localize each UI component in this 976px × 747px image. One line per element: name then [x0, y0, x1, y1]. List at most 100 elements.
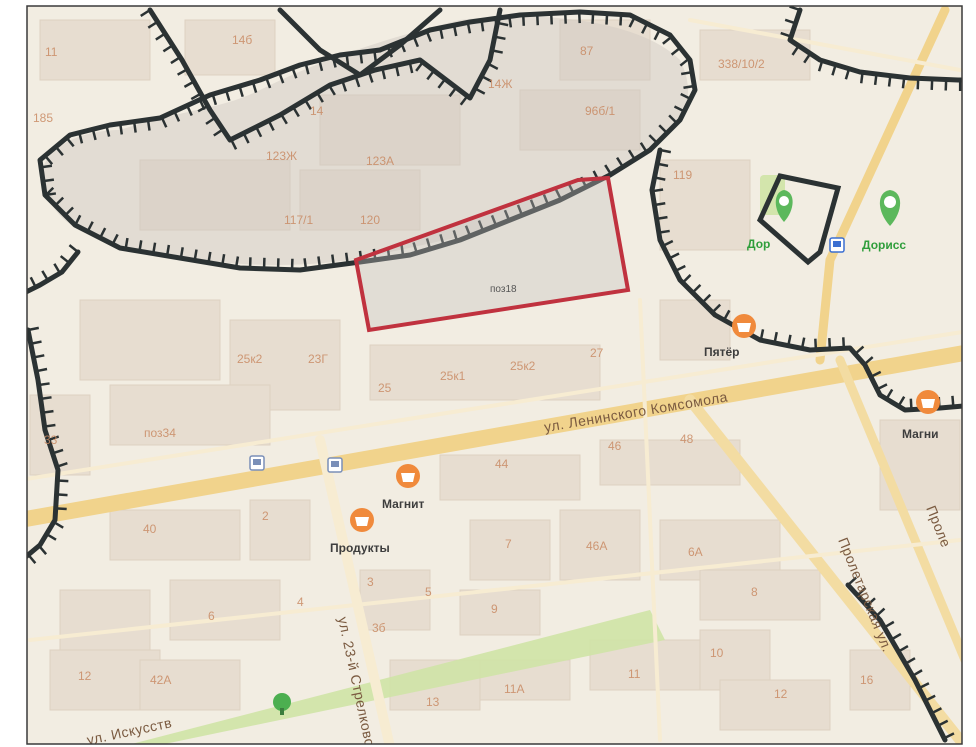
boundary-hatch-tick — [331, 254, 335, 266]
boundary-hatch-tick — [179, 247, 184, 259]
boundary-north-line — [277, 7, 443, 78]
boundary-hatch-tick — [542, 194, 550, 206]
boundary-hatch-tick — [508, 16, 513, 28]
house-number: 123Ж — [266, 149, 297, 163]
boundary-hatch-tick — [211, 93, 218, 106]
boundary-hatch-tick — [722, 309, 731, 321]
boundary-hatch-tick — [701, 293, 712, 304]
boundary-hatch-tick — [280, 113, 288, 125]
boundary-hatch-tick — [251, 81, 258, 94]
bus-stop-icon[interactable] — [327, 457, 343, 473]
boundary-hatch-tick — [40, 396, 52, 401]
boundary-hatch-tick — [480, 20, 485, 32]
poi-produkty[interactable]: Продукты — [330, 508, 390, 555]
boundary-hatch-tick — [554, 189, 563, 201]
poi-label: Дорисс — [862, 238, 906, 252]
house-number: 120 — [360, 213, 380, 227]
boundary-hatch-tick — [437, 78, 447, 89]
boundary-north-triangle — [140, 7, 509, 150]
house-numbers: 11 14б 87 338/10/2 185 14 14Ж 96б/1 123Ж… — [33, 33, 874, 709]
poi-label: Продукты — [330, 541, 390, 555]
boundary-hatch-tick — [138, 240, 143, 252]
boundary-line — [845, 582, 948, 743]
boundary-hatch-tick — [670, 46, 681, 56]
boundary-hatch-tick — [651, 188, 664, 193]
boundary-hatch-tick — [800, 337, 806, 349]
boundary-hatch-tick — [170, 56, 181, 65]
house-number: 25к2 — [237, 352, 263, 366]
boundary-hatch-tick — [654, 202, 666, 207]
boundary-hatch-tick — [162, 44, 174, 53]
poi-magnit-1[interactable]: Магнит — [382, 464, 424, 511]
boundary-hatch-tick — [42, 178, 55, 183]
boundary-hatch-tick — [937, 719, 949, 727]
boundary-hatch-tick — [408, 61, 414, 74]
road-vertical — [315, 435, 395, 744]
house-number: 96б/1 — [585, 104, 616, 118]
poi-pyaterochka[interactable]: Пятёр — [704, 314, 756, 359]
zone-shading — [42, 16, 689, 265]
bus-stop-icon[interactable] — [249, 455, 265, 471]
small-zone-outline — [756, 173, 842, 266]
boundary-hatch-tick — [341, 80, 348, 92]
boundary-hatch-tick — [354, 76, 361, 88]
boundary-hatch-tick — [464, 225, 472, 237]
boundary-hatch-tick — [105, 125, 111, 137]
boundary-hatch-tick — [42, 409, 54, 414]
boundary-hatch-tick — [425, 238, 432, 250]
poi-park[interactable] — [273, 693, 291, 715]
boundary-hatch-tick — [876, 383, 888, 391]
boundary-hatch-tick — [870, 370, 882, 378]
boundary-hatch-tick — [412, 242, 418, 254]
boundary-hatch-tick — [474, 87, 486, 95]
house-number: 25 — [378, 381, 392, 395]
boundary-hatch-tick — [943, 732, 955, 740]
boundary-hatch-tick — [78, 132, 84, 144]
boundary-hatch-tick — [711, 303, 722, 314]
boundary-hatch-tick — [866, 597, 876, 607]
house-number: 12 — [774, 687, 788, 701]
boundary-hatch-tick — [40, 164, 53, 169]
boundary-hatch-tick — [173, 110, 181, 122]
boundary-hatch-tick — [54, 145, 64, 157]
house-number: 44 — [495, 457, 509, 471]
boundary-hatch-tick — [683, 84, 695, 90]
boundary-hatch-tick — [57, 479, 69, 483]
planned-plot-outline[interactable] — [353, 175, 631, 333]
boundary-hatch-tick — [897, 396, 906, 407]
boundary-hatch-tick — [27, 326, 40, 332]
boundary-hatch-tick — [681, 274, 692, 284]
boundary-hatch-tick — [44, 186, 55, 197]
boundary-hatch-tick — [304, 99, 312, 110]
boundary-hatch-tick — [577, 11, 581, 24]
bus-stop-icon[interactable] — [829, 237, 845, 253]
boundary-hatch-tick — [367, 71, 374, 83]
boundary-hatch-tick — [494, 35, 506, 41]
house-number: 6А — [688, 545, 703, 559]
house-number: 2 — [262, 509, 269, 523]
boundary-hatch-tick — [59, 255, 71, 264]
boundary-hatch-tick — [918, 682, 930, 690]
boundary-hatch-tick — [789, 6, 801, 12]
boundary-hatch-tick — [267, 120, 275, 132]
road-minor-1 — [27, 330, 962, 481]
house-number: 14б — [232, 33, 252, 47]
boundary-hatch-tick — [901, 77, 906, 89]
house-number: 14Ж — [488, 77, 512, 91]
boundary-hatch-tick — [459, 95, 469, 106]
boundary-hatch-tick — [673, 105, 685, 113]
boundary-hatch-tick — [160, 116, 168, 128]
boundary-hatch-tick — [304, 63, 310, 75]
poi-doriss-2[interactable]: Дор — [747, 190, 793, 251]
boundary-hatch-tick — [679, 57, 690, 67]
boundary-hatch-tick — [317, 256, 322, 268]
boundary-hatch-tick — [292, 106, 300, 118]
poi-magnit-2[interactable]: Магни — [902, 390, 940, 441]
house-number: 3б — [372, 621, 386, 635]
boundary-hatch-tick — [477, 220, 485, 232]
poi-doriss-1[interactable]: Дорисс — [862, 190, 906, 252]
boundary-hatch-tick — [466, 22, 472, 34]
boundary-hatch-tick — [47, 435, 60, 442]
boundary-hatch-tick — [863, 356, 874, 366]
